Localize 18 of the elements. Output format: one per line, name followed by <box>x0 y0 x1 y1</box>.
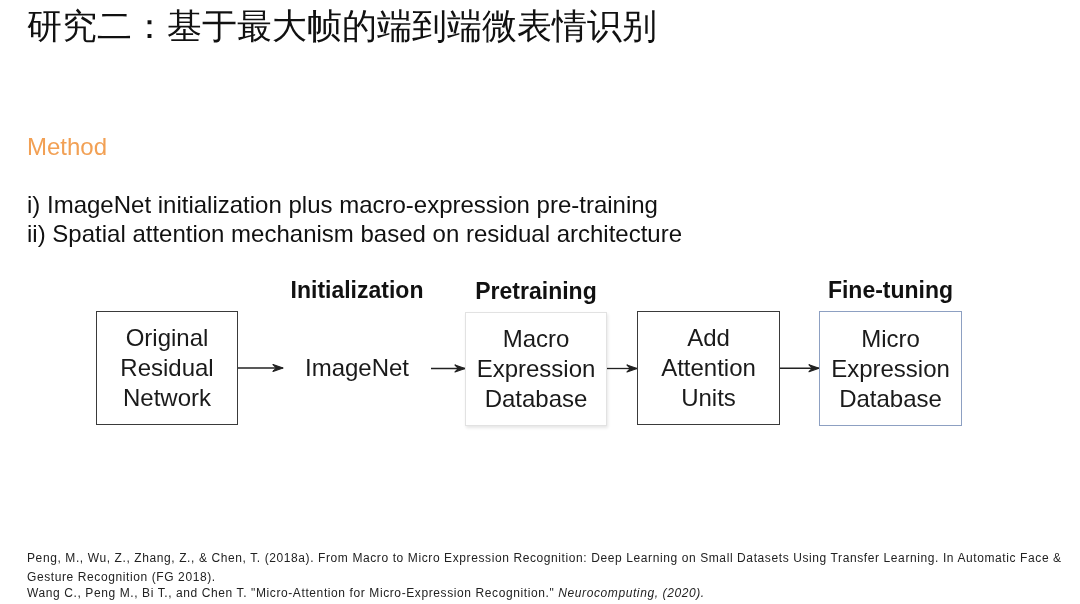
arrow <box>606 364 638 373</box>
stage-heading: Initialization <box>290 276 424 305</box>
process-box: Add Attention Units <box>637 311 780 425</box>
bullet-text: ii) Spatial attention mechanism based on residual architecture <box>27 220 683 247</box>
section-heading: Method <box>27 133 108 160</box>
process-box: Micro Expression Database <box>819 311 962 426</box>
stage-heading: Fine-tuning <box>827 276 954 305</box>
node-label: ImageNet <box>304 353 410 383</box>
stage-heading: Pretraining <box>475 277 597 306</box>
reference-text: Wang C., Peng M., Bi T., and Chen T. "Micro-Attention for Micro-Expression Recognition." Neurocomputing, (2020). <box>27 586 705 600</box>
process-box: Macro Expression Database <box>465 312 607 426</box>
process-box: Original Residual Network <box>96 311 238 425</box>
slide-title: 研究二：基于最大帧的端到端微表情识别 <box>27 6 657 46</box>
arrow <box>237 363 284 373</box>
arrow <box>430 364 466 373</box>
arrow <box>779 364 820 373</box>
bullet-text: i) ImageNet initialization plus macro-expression pre-training <box>27 191 658 218</box>
reference-text: Peng, M., Wu, Z., Zhang, Z., & Chen, T. (2018a). From Macro to Micro Expression Recognition: Deep Learning on Small Datasets Using Transfer Learning. In Automatic Face & Gesture Recognition (FG 2018). <box>27 551 1062 584</box>
